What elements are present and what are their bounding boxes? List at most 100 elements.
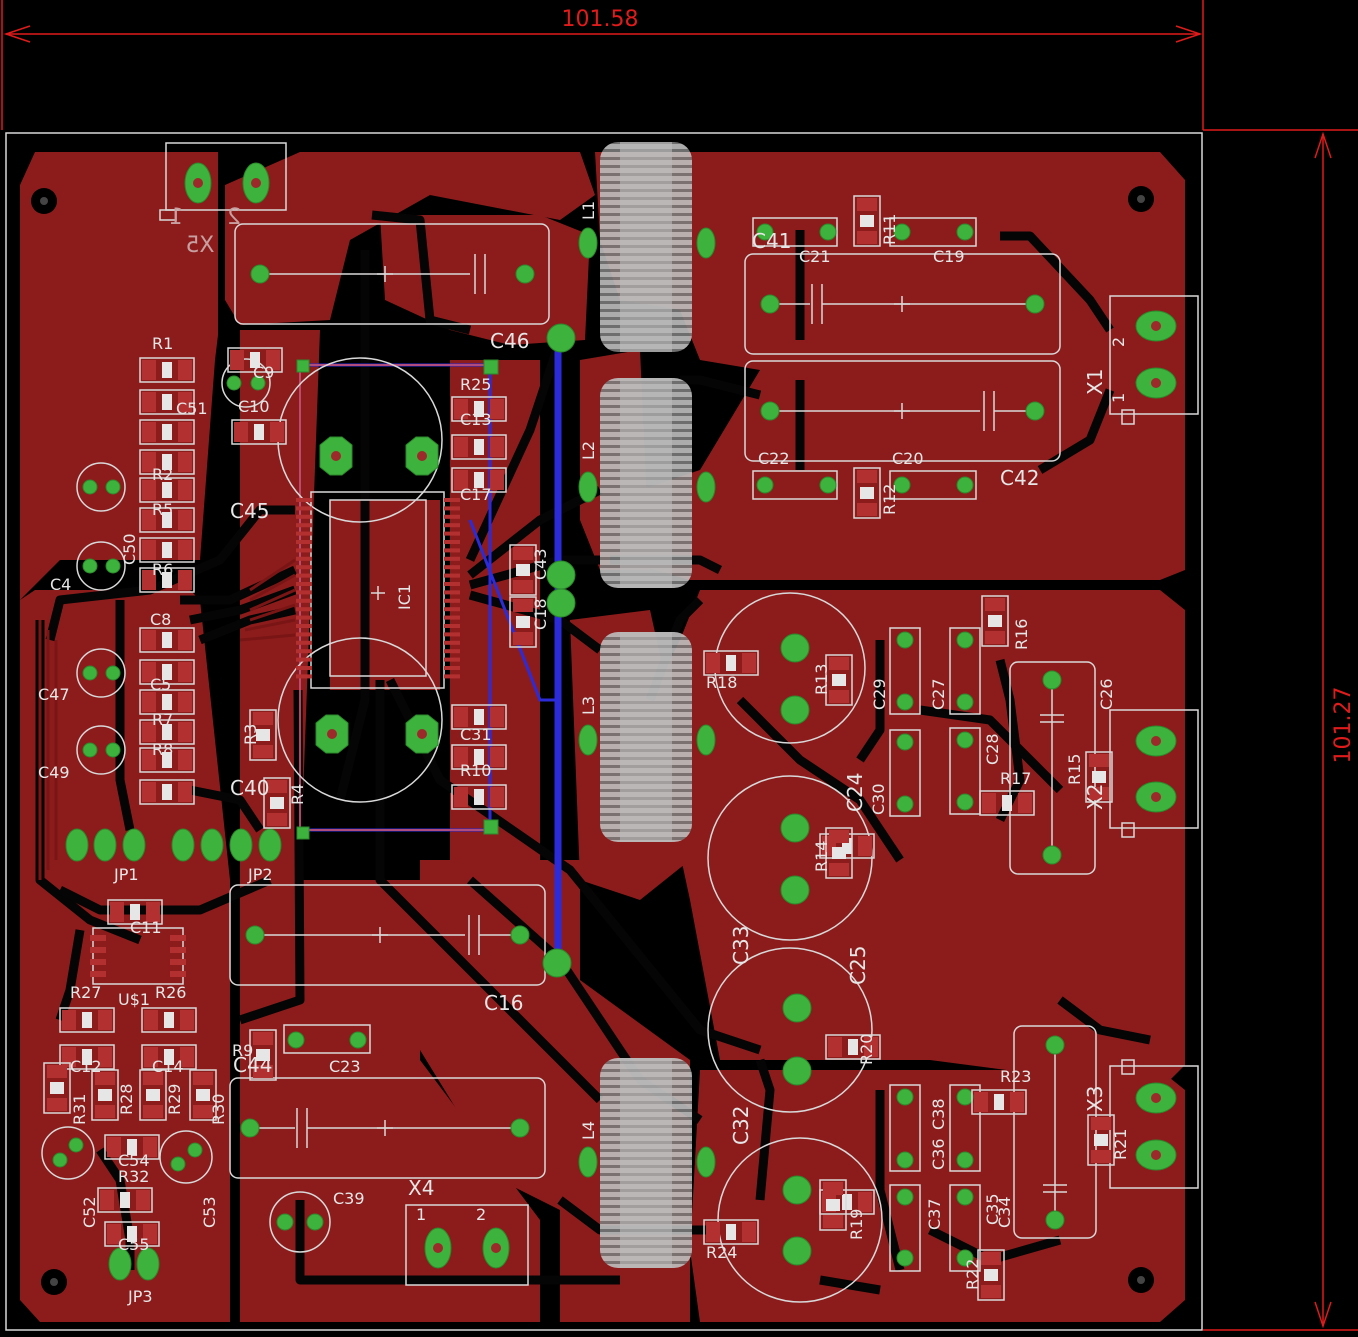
- smd-footprint: [139, 567, 195, 593]
- label-x4-pin1: 1: [416, 1205, 426, 1224]
- ic-pin: [444, 498, 460, 502]
- label-c40: C40: [230, 776, 269, 800]
- ic-pin: [170, 947, 186, 953]
- label-c47: C47: [38, 685, 70, 704]
- ic-pin: [296, 624, 312, 628]
- ic-pin: [296, 649, 312, 654]
- label-c32: C32: [729, 1106, 753, 1145]
- label-jp2: JP2: [247, 865, 273, 884]
- label-x4: X4: [408, 1176, 434, 1200]
- ic-pin: [444, 657, 460, 662]
- inductor-l2: [600, 378, 692, 588]
- ic-pin: [170, 959, 186, 965]
- smd-footprint: [139, 747, 195, 773]
- label-r22: R22: [963, 1259, 982, 1290]
- label-c37: C37: [925, 1198, 944, 1230]
- label-c12: C12: [70, 1057, 102, 1076]
- label-r28: R28: [117, 1084, 136, 1115]
- label-c16: C16: [484, 991, 523, 1015]
- mounting-holes: [31, 186, 1154, 1295]
- smd-footprint: [231, 419, 287, 445]
- label-c18: C18: [531, 598, 550, 630]
- board-outline: [5, 132, 1203, 1331]
- label-x1-pin2: 2: [1109, 337, 1128, 347]
- ic1-pins: [90, 498, 460, 977]
- smd-footprint: [139, 1069, 167, 1121]
- ic-pin: [90, 935, 106, 941]
- ic-pin: [296, 556, 312, 561]
- smd-footprint: [139, 419, 195, 445]
- label-jp3: JP3: [127, 1287, 153, 1306]
- smd-footprint: [451, 396, 507, 422]
- label-r9: R9: [232, 1041, 253, 1060]
- label-x5: X5: [185, 233, 214, 258]
- label-c51: C51: [176, 399, 208, 418]
- label-c21: C21: [799, 247, 831, 266]
- ic-pin: [444, 531, 460, 536]
- smd-footprint: [139, 449, 195, 475]
- label-l4: L4: [579, 1121, 598, 1140]
- label-c9: C9: [253, 363, 274, 382]
- ic-pin: [90, 947, 106, 953]
- smd-footprint: [139, 659, 195, 685]
- ic-pin: [296, 640, 312, 645]
- ic-pin: [444, 556, 460, 561]
- label-l1: L1: [579, 201, 598, 220]
- ic-pin: [296, 657, 312, 662]
- label-c11: C11: [130, 918, 162, 937]
- signal-traces: [38, 558, 296, 880]
- smd-footprint: [819, 1179, 847, 1231]
- smd-footprint: [104, 1134, 160, 1160]
- smd-footprint: [703, 1219, 759, 1245]
- label-ic1: IC1: [395, 584, 414, 610]
- ic-pin: [444, 565, 460, 570]
- smd-footprint: [451, 704, 507, 730]
- smd-footprint: [249, 1029, 277, 1081]
- label-c45: C45: [230, 499, 269, 523]
- label-r15: R15: [1065, 754, 1084, 785]
- smd-footprint: [139, 389, 195, 415]
- label-c49: C49: [38, 763, 70, 782]
- label-c38: C38: [929, 1098, 948, 1130]
- ic-pin: [444, 590, 460, 595]
- ic-pin: [296, 506, 312, 511]
- ic-pin: [444, 607, 460, 612]
- label-r14: R14: [812, 841, 831, 872]
- smd-footprint: [141, 1044, 197, 1070]
- ic-pin: [296, 573, 312, 578]
- smd-footprint: [141, 1007, 197, 1033]
- inductor-l1: [600, 142, 692, 352]
- label-c20: C20: [892, 449, 924, 468]
- label-r19: R19: [847, 1209, 866, 1240]
- label-c5: C5: [150, 675, 171, 694]
- label-r24: R24: [706, 1243, 737, 1262]
- label-c13: C13: [460, 410, 492, 429]
- smd-footprint: [451, 744, 507, 770]
- ic-pin: [296, 531, 312, 536]
- smd-footprint: [971, 1089, 1027, 1115]
- label-r7: R7: [152, 710, 173, 729]
- ic-pin: [296, 548, 312, 553]
- label-c55: C55: [118, 1235, 150, 1254]
- label-c28: C28: [983, 733, 1002, 765]
- ic-pin: [170, 935, 186, 941]
- ic-pin: [296, 523, 312, 528]
- label-jp1: JP1: [113, 865, 139, 884]
- ic-pin: [444, 666, 460, 670]
- label-r29: R29: [165, 1084, 184, 1115]
- label-r16: R16: [1012, 619, 1031, 650]
- ic-pin: [444, 649, 460, 654]
- ic-pin: [296, 598, 312, 603]
- ic-pin: [296, 607, 312, 612]
- label-x3: X3: [1083, 1086, 1107, 1112]
- ic-pin: [444, 540, 460, 544]
- smd-footprint: [139, 537, 195, 563]
- label-r26: R26: [155, 983, 186, 1002]
- ic-pin: [90, 971, 106, 977]
- label-r31: R31: [70, 1094, 89, 1125]
- label-c14: C14: [152, 1057, 184, 1076]
- label-c35: C35: [983, 1193, 1002, 1225]
- smd-footprint: [249, 709, 277, 761]
- ic-pin: [444, 598, 460, 603]
